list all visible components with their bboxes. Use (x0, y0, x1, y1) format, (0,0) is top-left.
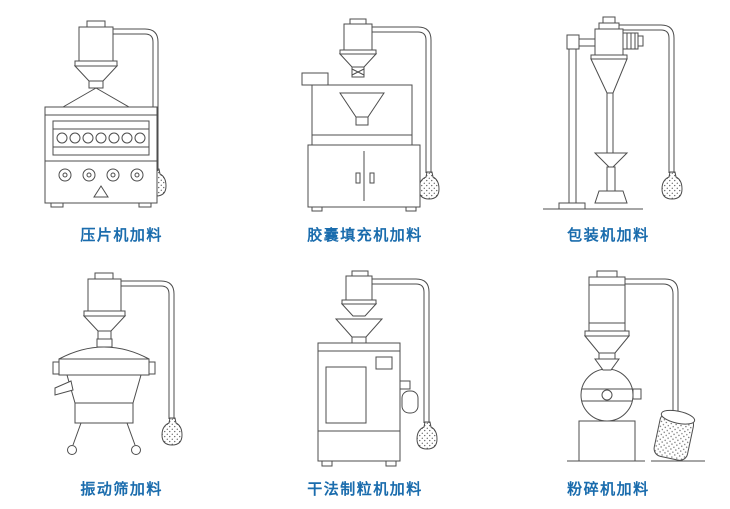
material-bag (661, 171, 683, 200)
material-bag (416, 421, 438, 450)
vacuum-pipe (369, 26, 432, 173)
crusher-machine (567, 368, 646, 462)
crusher-feeding-drawing (567, 270, 706, 462)
cell-tablet-press: 压片机加料 (0, 0, 243, 255)
vacuum-feeder (62, 20, 129, 107)
material-bag (161, 417, 183, 446)
cell-vibrating-sieve: 振动筛加料 (0, 255, 243, 509)
vibrating-sieve-feeding-drawing (52, 272, 183, 455)
material-bag (418, 171, 440, 200)
vacuum-feeder (584, 270, 631, 371)
vacuum-feeder (334, 270, 384, 344)
vacuum-pipe (112, 28, 159, 171)
dry-granulator-feeding-drawing (317, 270, 438, 467)
tablet-press-machine (44, 106, 158, 207)
support-stand (543, 34, 644, 209)
material-scoop (653, 409, 696, 461)
dry-granulator-machine (317, 342, 419, 467)
machine-label: 粉碎机加料 (567, 480, 650, 498)
vacuum-pipe (118, 280, 175, 419)
machine-label: 压片机加料 (80, 225, 163, 244)
vacuum-feeder (590, 16, 644, 153)
vacuum-pipe (619, 24, 675, 173)
machine-label: 胶囊填充机加料 (307, 225, 423, 244)
tablet-press-feeding-drawing (44, 20, 167, 207)
machine-label: 振动筛加料 (80, 480, 163, 498)
capsule-filling-machine-feeding-drawing (301, 18, 440, 211)
cell-packaging-machine: 包装机加料 (487, 0, 730, 255)
cell-capsule-filler: 胶囊填充机加料 (243, 0, 486, 255)
packaging-machine-feeding-drawing (543, 16, 683, 209)
machine-label: 包装机加料 (567, 225, 650, 244)
vacuum-feeder (82, 272, 126, 340)
discharge-station (594, 152, 629, 203)
cell-crusher: 粉碎机加料 (487, 255, 730, 509)
vacuum-feeder (338, 18, 378, 77)
vacuum-pipe (621, 278, 679, 415)
machine-label: 干法制粒机加料 (307, 480, 423, 498)
vibrating-sieve-machine (52, 338, 156, 455)
vacuum-pipe (369, 278, 430, 423)
cell-dry-granulator: 干法制粒机加料 (243, 255, 486, 509)
capsule-filling-machine (301, 72, 421, 211)
